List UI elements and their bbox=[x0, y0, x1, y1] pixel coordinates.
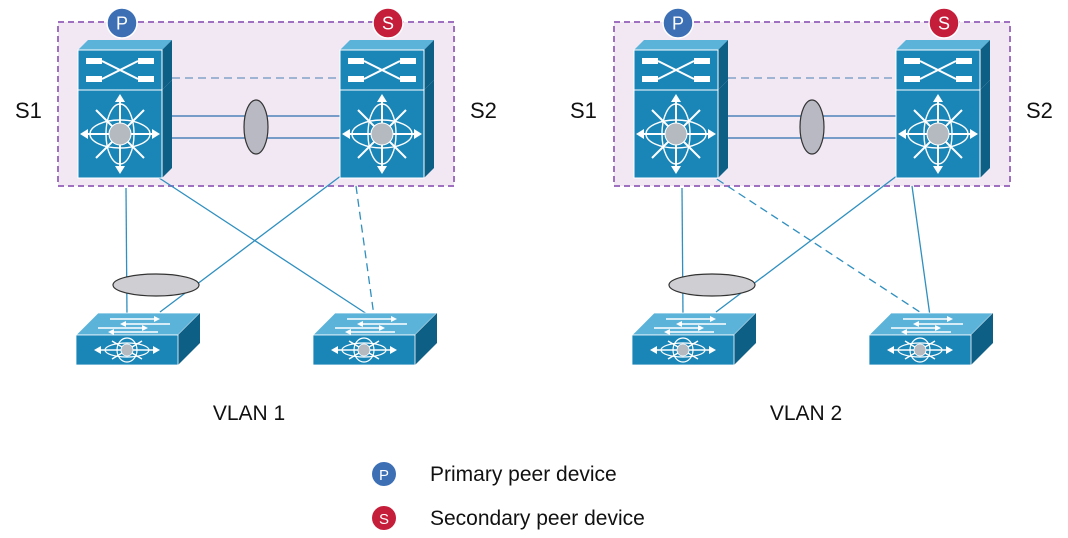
multilayer-switch-icon bbox=[633, 40, 728, 179]
secondary-badge: S bbox=[372, 7, 404, 39]
uplink bbox=[125, 187, 128, 319]
secondary-badge-letter: S bbox=[938, 14, 950, 34]
layer2-switch-icon bbox=[868, 312, 994, 366]
core-switch-s2 bbox=[339, 40, 434, 179]
downlink-port-channel bbox=[668, 273, 756, 297]
core-switch-s2 bbox=[895, 40, 990, 179]
layer2-switch-icon bbox=[312, 312, 438, 366]
access-switch-left bbox=[75, 312, 201, 366]
legend-label: Primary peer device bbox=[430, 463, 617, 486]
core-switch-s1 bbox=[633, 40, 728, 179]
legend: P Primary peer device S Secondary peer d… bbox=[372, 462, 645, 530]
primary-badge-letter: P bbox=[672, 14, 684, 34]
legend-badge-letter: S bbox=[379, 511, 389, 528]
multilayer-switch-icon bbox=[339, 40, 434, 179]
uplink bbox=[911, 185, 931, 317]
vlan-label: VLAN 2 bbox=[770, 402, 842, 425]
peer-label-s1: S1 bbox=[15, 98, 42, 123]
secondary-badge-letter: S bbox=[382, 14, 394, 34]
legend-badge-letter: P bbox=[379, 467, 389, 484]
uplink-blocked bbox=[705, 171, 927, 317]
legend-item-secondary: S Secondary peer device bbox=[372, 506, 645, 530]
group-vlan-1: P S S1 S2 VLAN 1 bbox=[15, 7, 497, 425]
uplink bbox=[149, 171, 371, 317]
layer2-switch-icon bbox=[75, 312, 201, 366]
access-switch-right bbox=[312, 312, 438, 366]
peer-label-s1: S1 bbox=[570, 98, 597, 123]
primary-badge: P bbox=[662, 7, 694, 39]
primary-badge-icon bbox=[372, 462, 396, 486]
access-switch-left bbox=[631, 312, 757, 366]
peer-link-port-channel bbox=[243, 99, 269, 155]
primary-badge: P bbox=[106, 7, 138, 39]
peer-label-s2: S2 bbox=[470, 98, 497, 123]
multilayer-switch-icon bbox=[895, 40, 990, 179]
uplink bbox=[681, 187, 684, 319]
secondary-badge: S bbox=[928, 7, 960, 39]
access-switch-right bbox=[868, 312, 994, 366]
legend-item-primary: P Primary peer device bbox=[372, 462, 617, 486]
vlan-label: VLAN 1 bbox=[213, 402, 285, 425]
core-switch-s1 bbox=[77, 40, 172, 179]
legend-label: Secondary peer device bbox=[430, 507, 645, 530]
group-vlan-2: P S S1 S2 VLAN 2 bbox=[570, 7, 1053, 425]
downlink-port-channel bbox=[112, 273, 200, 297]
peer-link-port-channel bbox=[799, 99, 825, 155]
multilayer-switch-icon bbox=[77, 40, 172, 179]
secondary-badge-icon bbox=[372, 506, 396, 530]
primary-badge-letter: P bbox=[116, 14, 128, 34]
uplink-blocked bbox=[355, 185, 375, 317]
peer-label-s2: S2 bbox=[1026, 98, 1053, 123]
layer2-switch-icon bbox=[631, 312, 757, 366]
